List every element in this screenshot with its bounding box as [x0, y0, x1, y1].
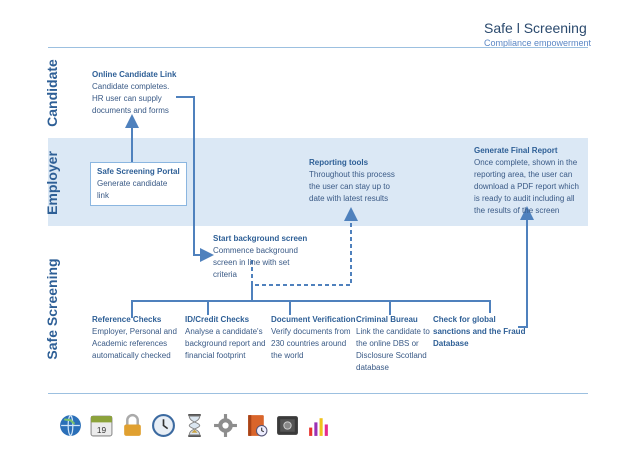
- safe-icon[interactable]: [275, 413, 300, 438]
- hourglass-icon[interactable]: [182, 413, 207, 438]
- arrow-checks-to-final: [518, 206, 534, 328]
- node-criminal-bureau: Criminal Bureau Link the candidate to th…: [356, 314, 430, 374]
- brand-title: Safe l Screening: [484, 20, 587, 36]
- node-start-background-screen: Start background screen Commence backgro…: [213, 233, 307, 281]
- arrow-link-to-start: [176, 96, 214, 262]
- node-document-verification: Document Verification Verify documents f…: [271, 314, 355, 362]
- clock-icon[interactable]: [151, 413, 176, 438]
- node-reporting-tools-title: Reporting tools: [309, 158, 369, 167]
- node-reference-checks-title: Reference Checks: [92, 315, 162, 324]
- node-global-sanctions-title: Check for global sanctions and the Fraud…: [433, 315, 526, 348]
- divider-top: [48, 47, 588, 48]
- bar-chart-icon[interactable]: [306, 413, 331, 438]
- node-id-credit-checks-desc: Analyse a candidate's background report …: [185, 327, 266, 360]
- node-reference-checks: Reference Checks Employer, Personal and …: [92, 314, 177, 362]
- node-criminal-bureau-desc: Link the candidate to the online DBS or …: [356, 327, 430, 372]
- lock-icon[interactable]: [120, 413, 145, 438]
- divider-bottom: [48, 393, 588, 394]
- globe-icon[interactable]: [58, 413, 83, 438]
- node-reporting-tools: Reporting tools Throughout this process …: [309, 157, 395, 205]
- node-criminal-bureau-title: Criminal Bureau: [356, 315, 418, 324]
- node-online-candidate-link-title: Online Candidate Link: [92, 70, 177, 79]
- node-reference-checks-desc: Employer, Personal and Academic referenc…: [92, 327, 177, 360]
- brand-subtitle: Compliance empowerment: [484, 38, 592, 48]
- gear-icon[interactable]: [213, 413, 238, 438]
- node-safe-screening-portal: Safe Screening Portal Generate candidate…: [90, 162, 187, 206]
- address-book-icon[interactable]: [244, 413, 269, 438]
- node-generate-final-report: Generate Final Report Once complete, sho…: [474, 145, 579, 217]
- node-generate-final-report-title: Generate Final Report: [474, 146, 558, 155]
- node-start-background-screen-desc: Commence background screen in line with …: [213, 246, 298, 279]
- node-document-verification-title: Document Verification: [271, 315, 356, 324]
- node-online-candidate-link: Online Candidate Link Candidate complete…: [92, 69, 176, 117]
- calendar-day: 19: [97, 425, 107, 435]
- node-start-background-screen-title: Start background screen: [213, 234, 308, 243]
- calendar-icon[interactable]: 19: [89, 413, 114, 438]
- node-id-credit-checks-title: ID/Credit Checks: [185, 315, 250, 324]
- node-generate-final-report-desc: Once complete, shown in the reporting ar…: [474, 158, 579, 215]
- node-reporting-tools-desc: Throughout this process the user can sta…: [309, 170, 395, 203]
- icon-dock: 19: [58, 404, 331, 438]
- node-safe-screening-portal-desc: Generate candidate link: [97, 179, 168, 200]
- brand: Safe l Screening Compliance empowerment: [484, 20, 591, 49]
- node-id-credit-checks: ID/Credit Checks Analyse a candidate's b…: [185, 314, 266, 362]
- connector-check-bus: [131, 300, 491, 318]
- node-online-candidate-link-desc: Candidate completes. HR user can supply …: [92, 82, 170, 115]
- node-global-sanctions: Check for global sanctions and the Fraud…: [433, 314, 525, 350]
- node-safe-screening-portal-title: Safe Screening Portal: [97, 167, 180, 176]
- node-document-verification-desc: Verify documents from 230 countries arou…: [271, 327, 351, 360]
